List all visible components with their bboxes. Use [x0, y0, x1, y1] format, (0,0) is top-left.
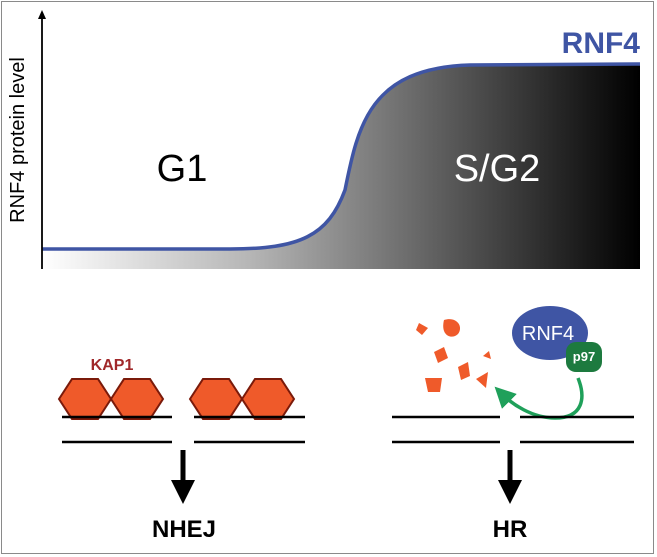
- rnf4-level-curve: [42, 62, 641, 251]
- fragment: [483, 351, 491, 359]
- kap1-label: KAP1: [91, 357, 134, 374]
- fragment: [425, 378, 442, 392]
- phase-g1-label: G1: [157, 148, 208, 190]
- kap1-hexagon: [57, 378, 113, 420]
- y-axis-arrowhead: [38, 10, 46, 19]
- phase-sg2-label: S/G2: [454, 148, 541, 190]
- nhej-panel: KAP1 NHEJ: [57, 357, 305, 543]
- down-arrowhead-hr: [498, 480, 522, 504]
- hr-label: HR: [493, 516, 528, 543]
- kap1-hexagon: [240, 378, 296, 420]
- fragment: [434, 347, 448, 363]
- y-axis-label: RNF4 protein level: [7, 57, 29, 223]
- nhej-label: NHEJ: [152, 516, 216, 543]
- kap1-degradation-fragments: [416, 319, 491, 392]
- kap1-hexagon: [109, 378, 165, 420]
- extraction-arrow: [494, 377, 584, 420]
- protein-level-plot: RNF4 protein level RNF4 G1 S/G2: [7, 10, 640, 269]
- p97-box: [566, 342, 602, 372]
- fragment: [476, 372, 488, 388]
- rnf4-curve-label: RNF4: [562, 27, 641, 60]
- down-arrowhead-nhej: [171, 480, 195, 504]
- kap1-hexagon: [188, 378, 244, 420]
- gradient-area: [42, 64, 640, 269]
- fragment: [443, 319, 461, 337]
- p97-label: p97: [573, 349, 595, 364]
- fragment: [416, 323, 428, 335]
- rnf4-protein-label: RNF4: [522, 323, 574, 345]
- hr-panel: RNF4 p97 HR: [392, 306, 634, 543]
- fragment: [458, 362, 470, 380]
